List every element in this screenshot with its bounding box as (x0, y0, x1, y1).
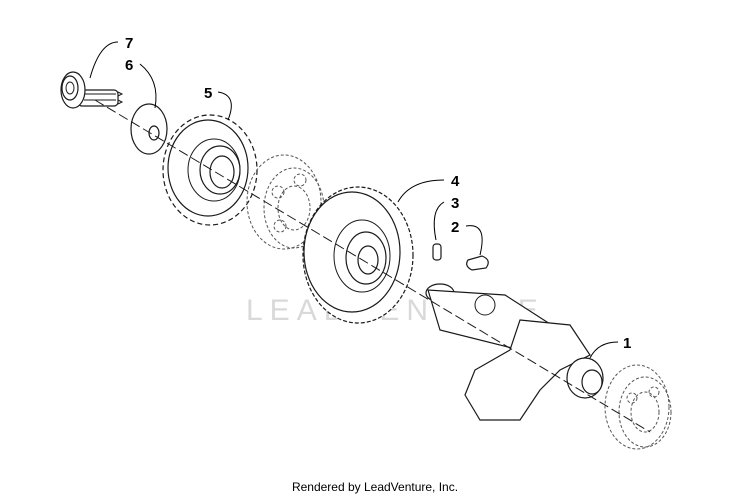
callout-7[interactable]: 7 (125, 35, 133, 52)
leader-4 (397, 179, 445, 203)
small-gear[interactable] (162, 114, 258, 226)
callout-2[interactable]: 2 (451, 219, 459, 236)
centerline (94, 99, 651, 433)
callout-1[interactable]: 1 (623, 335, 631, 352)
leader-1 (589, 341, 619, 359)
callout-6[interactable]: 6 (125, 57, 133, 74)
leader-5 (217, 91, 232, 121)
crankshaft[interactable] (425, 283, 604, 421)
callout-4[interactable]: 4 (451, 173, 460, 190)
flange-bolt[interactable] (60, 71, 124, 109)
washer[interactable] (130, 103, 168, 155)
leader-6 (139, 63, 157, 109)
dowel-pin[interactable] (432, 243, 442, 261)
leader-7 (89, 41, 119, 79)
woodruff-key[interactable] (466, 255, 489, 271)
footer-credit: Rendered by LeadVenture, Inc. (291, 480, 459, 494)
bearing-lower (604, 364, 672, 450)
large-gear[interactable] (302, 186, 414, 324)
leader-3 (433, 201, 445, 241)
callout-3[interactable]: 3 (451, 195, 459, 212)
callout-5[interactable]: 5 (204, 85, 212, 102)
leader-2 (465, 225, 483, 256)
